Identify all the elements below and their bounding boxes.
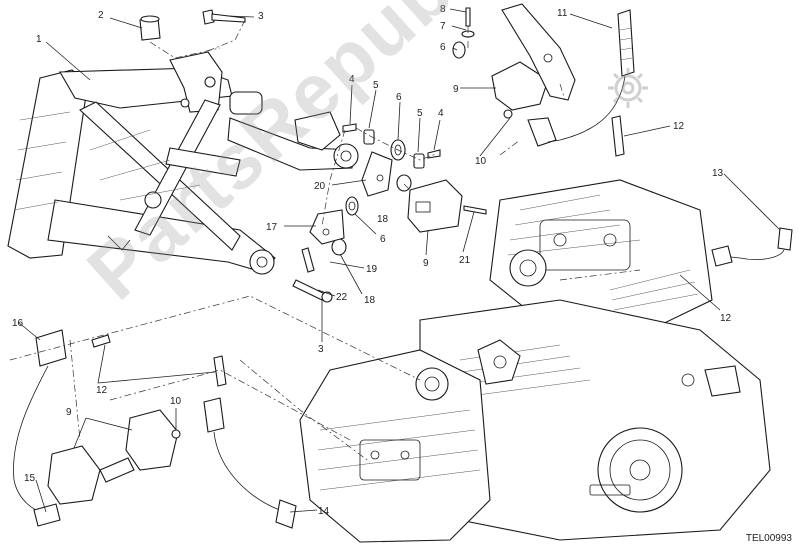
callout-6-lower: 6 [380, 234, 386, 245]
drawing-reference-code: TEL00993 [745, 533, 792, 544]
callout-5-left: 5 [373, 80, 379, 91]
callout-2: 2 [98, 10, 104, 21]
callout-19: 19 [366, 264, 378, 275]
callout-13: 13 [712, 168, 724, 179]
coil-mount-hardware [292, 7, 487, 303]
callout-7: 7 [440, 21, 446, 32]
callout-9-lower: 9 [66, 407, 72, 418]
callout-20: 20 [314, 181, 326, 192]
spark-plug-lead-upper [547, 9, 635, 143]
callout-16: 16 [12, 318, 24, 329]
gear-icon [608, 68, 648, 108]
callout-10-upper: 10 [475, 156, 487, 167]
callout-22: 22 [336, 292, 348, 303]
callout-labels: 1 2 3 3 4 4 5 5 6 6 6 7 8 9 9 9 10 10 11… [12, 4, 732, 517]
reference-lines [9, 139, 641, 463]
callout-10-lower: 10 [170, 396, 182, 407]
callout-3-top: 3 [258, 11, 264, 22]
callout-1: 1 [36, 34, 42, 45]
callout-17: 17 [266, 222, 278, 233]
callout-5-right: 5 [417, 108, 423, 119]
callout-3-bottom: 3 [318, 344, 324, 355]
callout-4-right: 4 [438, 108, 444, 119]
callout-12-right: 12 [720, 313, 732, 324]
callout-18-lower: 18 [364, 295, 376, 306]
callout-9-mid: 9 [423, 258, 429, 269]
callout-6-top: 6 [440, 42, 446, 53]
ignition-coil-lower [13, 329, 297, 529]
frame-bushing-and-bolt [139, 9, 246, 59]
engine-assembly [299, 179, 771, 543]
callout-8: 8 [440, 4, 446, 15]
spark-plug-lead-right [711, 227, 793, 267]
callout-6-upper: 6 [396, 92, 402, 103]
ignition-coil-upper [407, 61, 557, 233]
callout-9-top: 9 [453, 84, 459, 95]
callout-4-left: 4 [349, 74, 355, 85]
callout-12-lower: 12 [96, 385, 108, 396]
frame-part [7, 51, 359, 275]
coil-bracket-upper [501, 3, 576, 101]
callout-14: 14 [318, 506, 330, 517]
leader-lines [17, 8, 781, 513]
callout-21: 21 [459, 255, 471, 266]
callout-12-upper: 12 [673, 121, 685, 132]
callout-15: 15 [24, 473, 36, 484]
callout-18-upper: 18 [377, 214, 389, 225]
callout-11: 11 [557, 8, 568, 19]
